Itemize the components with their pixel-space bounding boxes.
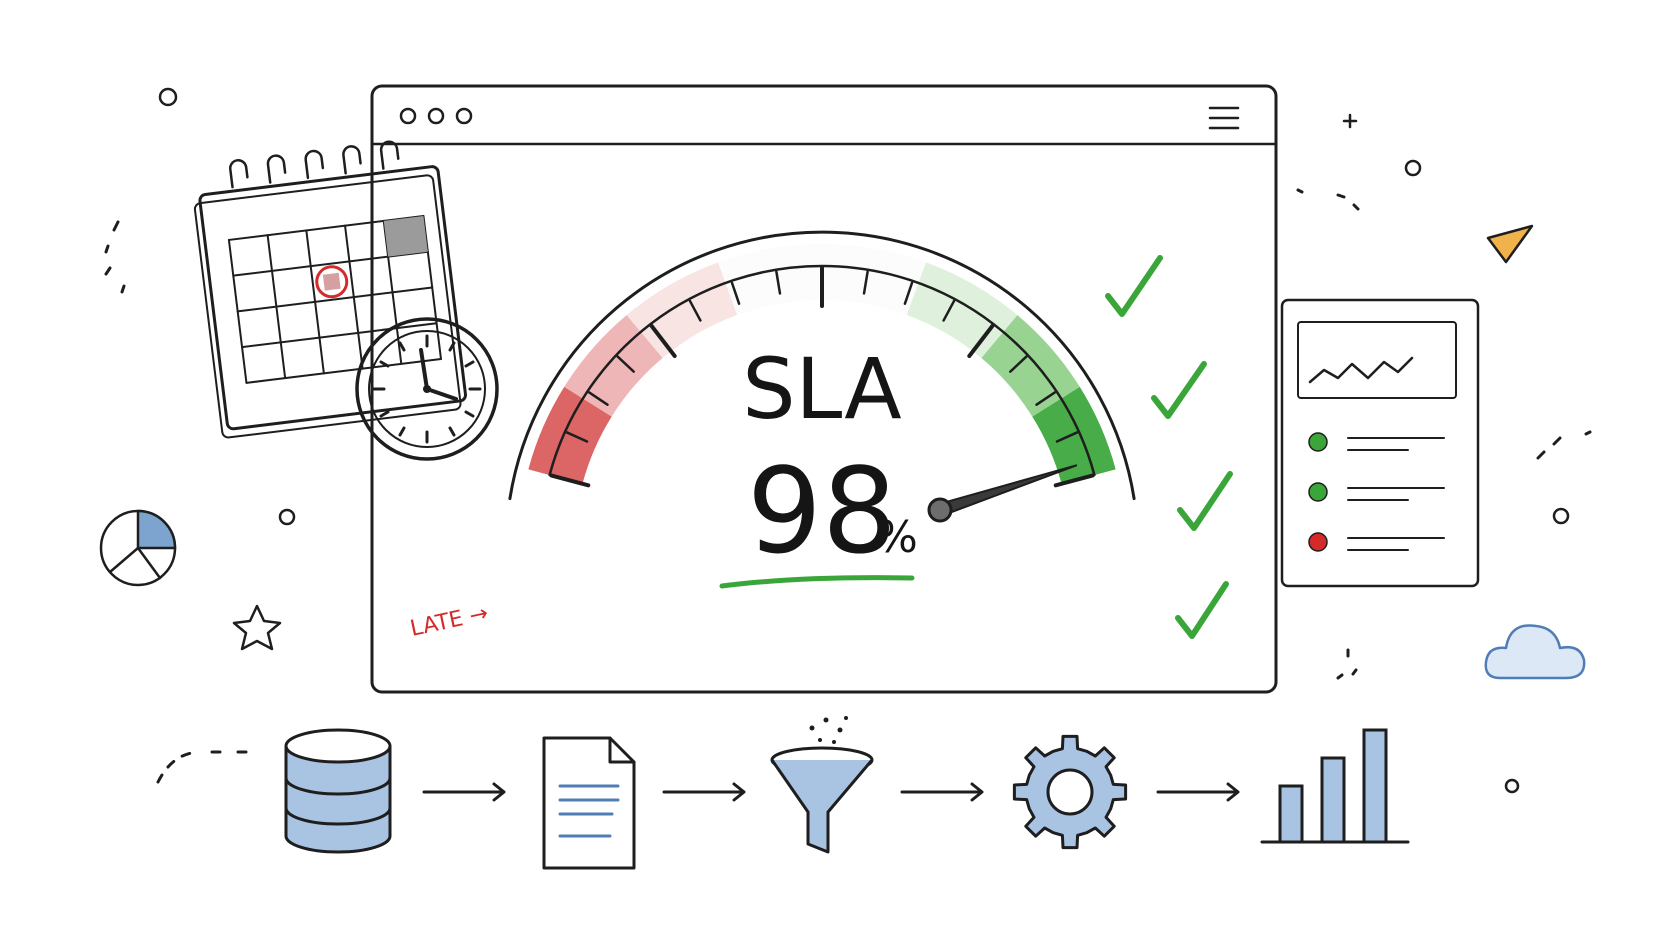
- gauge-tick: [549, 473, 591, 488]
- status-lines: [1347, 437, 1445, 551]
- side-panel: [1280, 298, 1480, 588]
- gauge-unit: %: [876, 512, 918, 563]
- dot-icon: [427, 107, 445, 125]
- gauge-tick: [967, 323, 995, 359]
- pie-chart-icon: [99, 509, 177, 587]
- gauge-color-band: [906, 262, 1018, 359]
- gauge-ticks: [549, 266, 1095, 488]
- gauge-tick: [565, 431, 589, 443]
- gauge-title: SLA: [742, 340, 902, 438]
- gauge-needle: [936, 464, 1078, 518]
- dot-icon: [455, 107, 473, 125]
- mini-line-chart: [1308, 356, 1414, 384]
- gauge-value: 98: [747, 442, 897, 580]
- circle-deco: [1552, 507, 1570, 525]
- arrow-icon: [900, 782, 984, 802]
- dash-deco: [1296, 188, 1360, 211]
- mini-chart-frame: [1297, 321, 1457, 399]
- cloud-icon: [1484, 624, 1586, 680]
- data-pipeline: [156, 716, 1410, 870]
- dot-icon: [399, 107, 417, 125]
- gauge-tick: [1009, 355, 1028, 373]
- calendar-marked-fill: [322, 272, 341, 291]
- circle-deco: [278, 508, 296, 526]
- gauge-tick: [616, 355, 635, 373]
- plus-deco: [1342, 113, 1358, 129]
- dash-deco: [1536, 430, 1592, 460]
- check-icon: [1177, 471, 1233, 531]
- sla-gauge: SLA 98 % LATE →: [408, 230, 1136, 642]
- check-icon: [1175, 581, 1229, 639]
- database-icon: [284, 728, 392, 854]
- gauge-tick: [730, 281, 741, 305]
- decorations: [104, 87, 1592, 794]
- check-icon: [1151, 361, 1207, 419]
- dash-deco: [104, 220, 126, 294]
- circle-deco: [1404, 159, 1422, 177]
- gear-icon: [1012, 734, 1128, 850]
- dashed-connector: [156, 750, 252, 784]
- calendar-marked-day: [315, 265, 349, 299]
- dashboard-window: [370, 84, 1278, 694]
- circle-deco: [158, 87, 178, 107]
- gauge-color-band: [626, 262, 738, 359]
- gauge-tick: [775, 270, 782, 295]
- value-underline: [719, 575, 915, 589]
- calendar-icon: [193, 140, 468, 439]
- late-label: LATE →: [408, 601, 490, 642]
- funnel-icon: [770, 716, 874, 854]
- green-status-dot: [1308, 482, 1328, 502]
- check-list: [1105, 255, 1233, 639]
- clock-icon: [355, 317, 499, 461]
- gauge-tick: [1055, 431, 1079, 443]
- dash-deco: [1336, 648, 1358, 680]
- calendar-grid: [227, 215, 442, 384]
- red-status-dot: [1308, 532, 1328, 552]
- triangle-icon: [1486, 224, 1534, 264]
- arrow-icon: [662, 782, 746, 802]
- arrow-icon: [422, 782, 506, 802]
- gauge-outer-arc: [508, 230, 1136, 501]
- check-icon: [1105, 255, 1163, 317]
- hamburger-icon: [1208, 106, 1240, 130]
- circle-deco: [1504, 778, 1520, 794]
- document-icon: [542, 736, 636, 870]
- gauge-tick: [688, 299, 702, 322]
- green-status-dot: [1308, 432, 1328, 452]
- gauge-tick: [587, 391, 609, 406]
- gauge-tick: [862, 270, 869, 295]
- calendar-shaded-day: [383, 216, 428, 257]
- gauge-tick: [942, 299, 956, 322]
- gauge-tick: [1035, 391, 1057, 406]
- gauge-tick: [649, 323, 677, 359]
- gauge-tick: [903, 281, 914, 305]
- star-icon: [232, 604, 282, 651]
- gauge-needle-hub: [927, 497, 953, 523]
- gauge-tick: [1053, 473, 1095, 488]
- gauge-color-band: [528, 386, 612, 484]
- gauge-color-band: [1032, 386, 1116, 484]
- arrow-icon: [1156, 782, 1240, 802]
- bar-chart-icon: [1260, 728, 1410, 844]
